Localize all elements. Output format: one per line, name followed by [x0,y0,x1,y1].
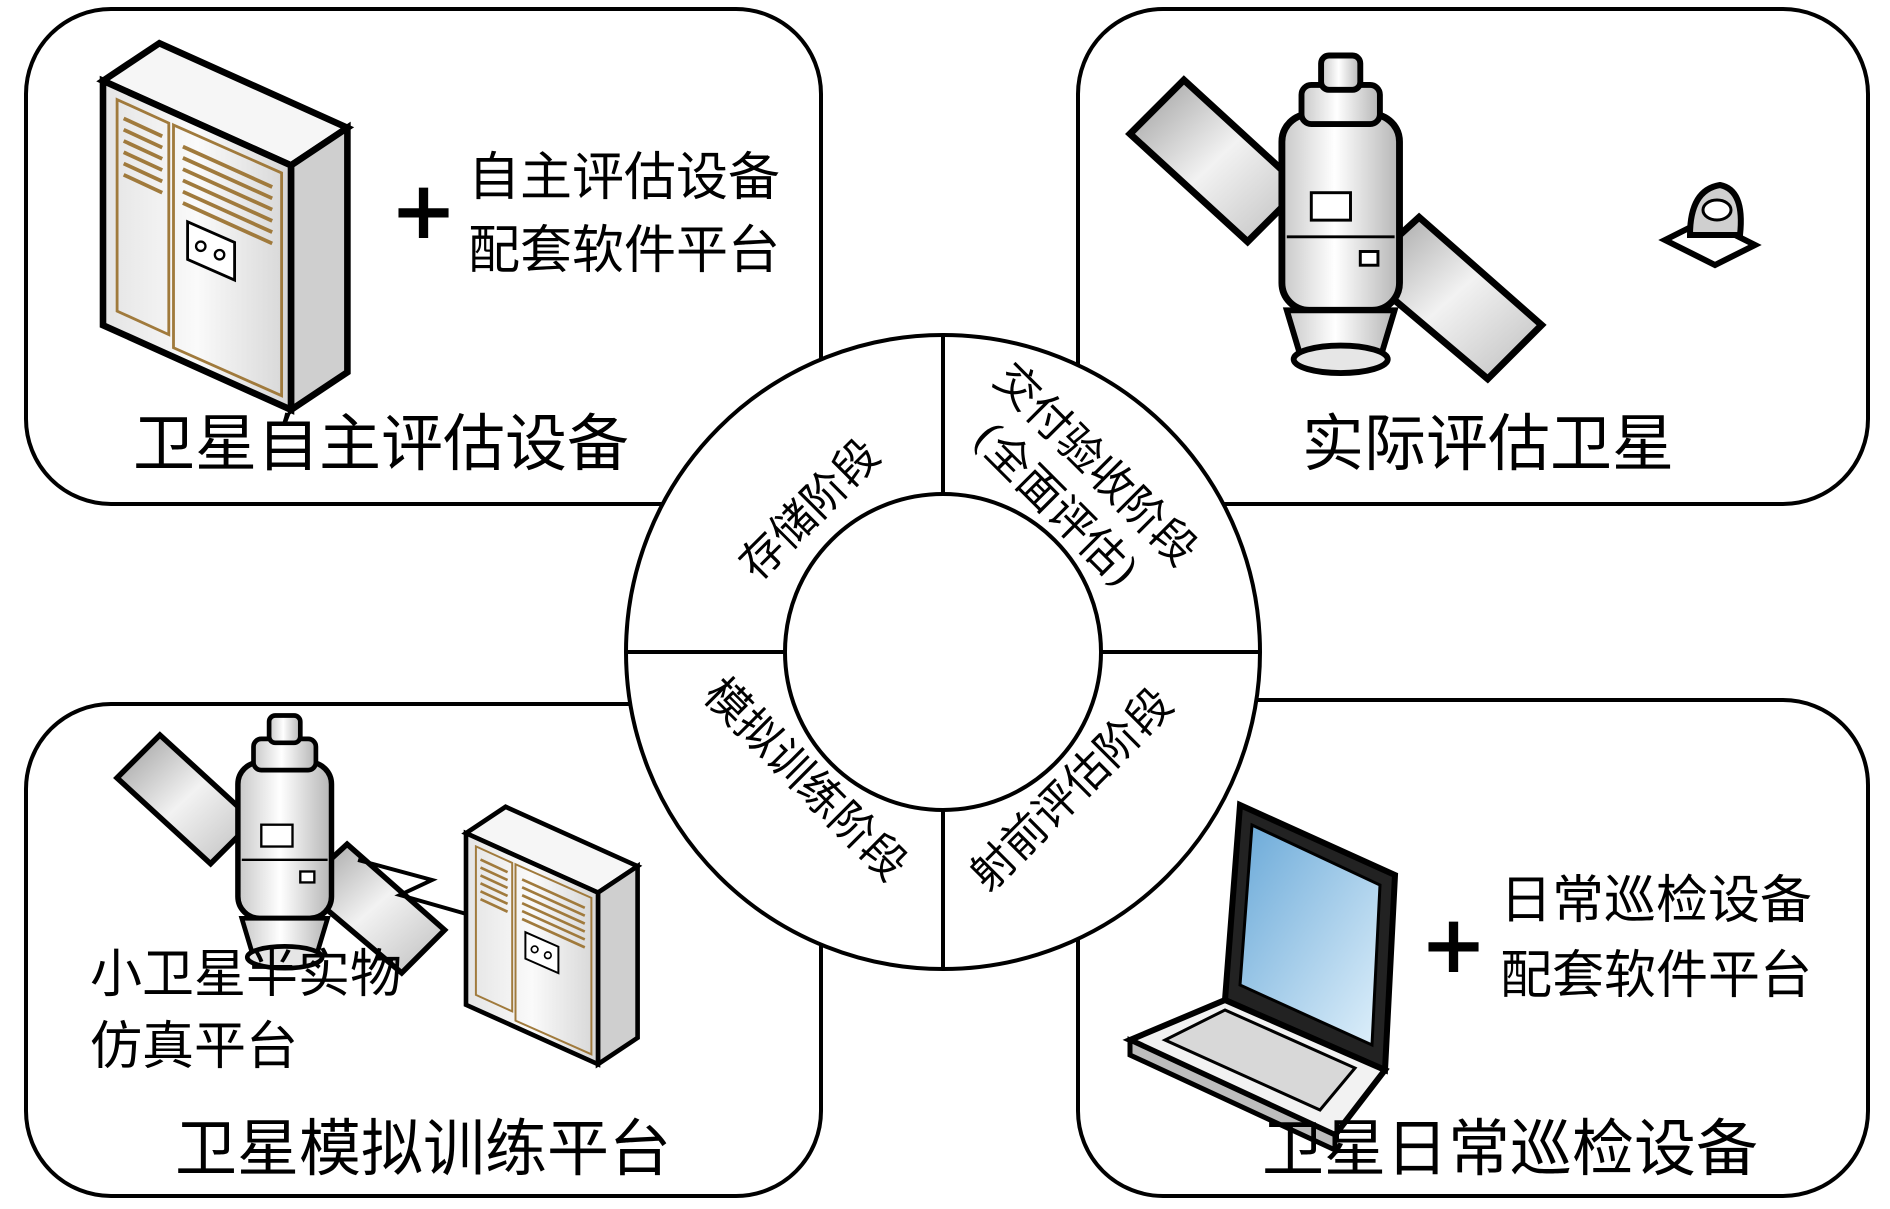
quadrant-top-right [1076,7,1870,506]
bottom-right-title: 卫星日常巡检设备 [1262,1112,1758,1185]
plus-sign-bottom-right: + [1420,898,1487,991]
stage-ring [624,333,1262,971]
bottom-right-subtitle-line2: 配套软件平台 [1500,946,1812,1006]
bottom-left-subtitle-line1: 小卫星半实物 [90,945,402,1005]
bottom-right-subtitle-line1: 日常巡检设备 [1500,871,1812,931]
bottom-left-title: 卫星模拟训练平台 [175,1112,671,1185]
top-right-title: 实际评估卫星 [1302,407,1674,480]
top-left-subtitle-line1: 自主评估设备 [468,148,780,208]
top-left-subtitle-line2: 配套软件平台 [468,221,780,281]
top-left-title: 卫星自主评估设备 [133,407,629,480]
bottom-left-subtitle-line2: 仿真平台 [90,1017,298,1077]
plus-sign-top-left: + [390,164,457,257]
laptop-icon [1122,800,1399,1154]
ground-antenna-icon [1658,181,1762,269]
wireless-link-icon [357,858,471,917]
